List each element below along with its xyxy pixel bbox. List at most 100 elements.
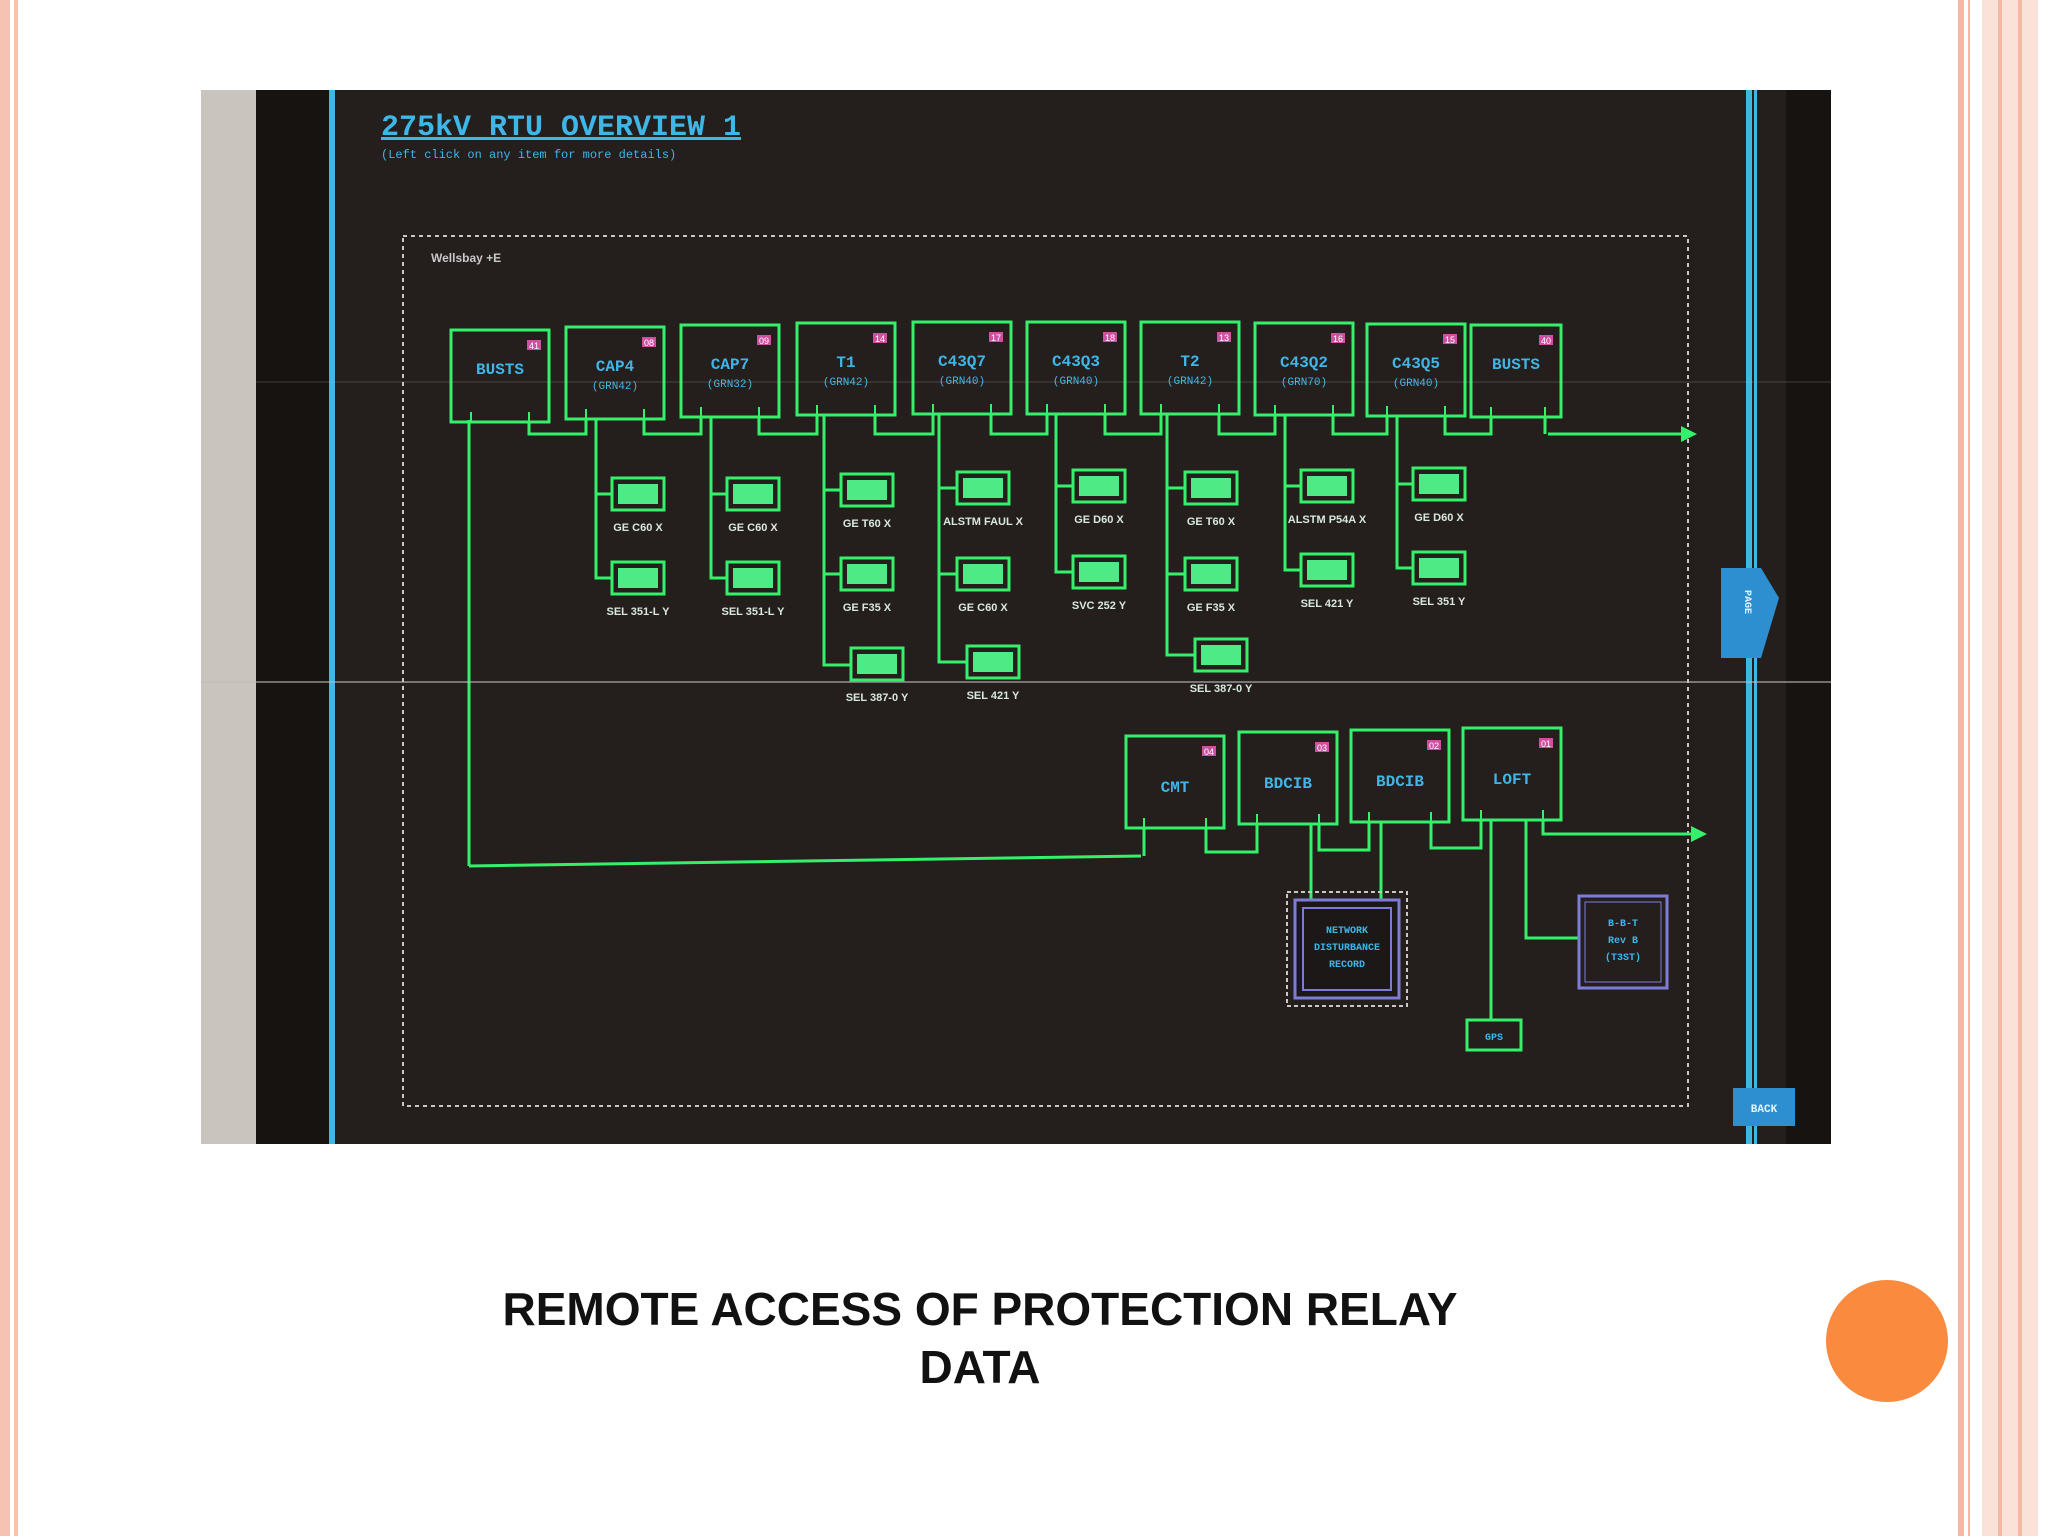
unit-cap7[interactable]: 09 CAP7 (GRN32) <box>679 323 781 419</box>
svg-text:BDCIB: BDCIB <box>1376 773 1424 791</box>
relay-label: SEL 421 Y <box>1301 598 1354 610</box>
caption-line-2: DATA <box>919 1341 1041 1393</box>
network-record-box[interactable]: NETWORK DISTURBANCE RECORD <box>1286 891 1408 1007</box>
svg-text:C43Q7: C43Q7 <box>938 353 986 371</box>
svg-text:CMT: CMT <box>1161 779 1190 797</box>
hmi-screen: 275kV RTU OVERVIEW 1 (Left click on any … <box>201 90 1831 1144</box>
svg-text:13: 13 <box>1219 333 1229 343</box>
svg-text:04: 04 <box>1204 747 1214 757</box>
unit-c43q5[interactable]: 15 C43Q5 (GRN40) <box>1365 322 1467 418</box>
svg-text:CAP7: CAP7 <box>711 356 749 374</box>
relay-7b[interactable] <box>1299 552 1355 588</box>
relay-label: SEL 351-L Y <box>607 606 671 618</box>
svg-text:40: 40 <box>1541 336 1551 346</box>
svg-text:GPS: GPS <box>1485 1033 1503 1044</box>
relay-3c[interactable] <box>849 646 905 682</box>
svg-text:C43Q2: C43Q2 <box>1280 354 1328 372</box>
svg-text:17: 17 <box>991 333 1001 343</box>
svg-text:02: 02 <box>1429 741 1439 751</box>
svg-text:18: 18 <box>1105 333 1115 343</box>
svg-text:C43Q5: C43Q5 <box>1392 355 1440 373</box>
svg-text:BUSTS: BUSTS <box>1492 356 1540 374</box>
svg-text:14: 14 <box>875 334 885 344</box>
relay-3b[interactable] <box>839 556 895 592</box>
relay-label: GE C60 X <box>728 522 778 534</box>
bus-arrow-top <box>1681 426 1697 442</box>
unit-c43q3[interactable]: 18 C43Q3 (GRN40) <box>1025 320 1127 416</box>
svg-text:LOFT: LOFT <box>1493 771 1532 789</box>
svg-text:C43Q3: C43Q3 <box>1052 353 1100 371</box>
slide-right-border <box>1958 0 2048 1536</box>
svg-text:03: 03 <box>1317 743 1327 753</box>
relay-label: SEL 421 Y <box>967 690 1020 702</box>
relay-4c[interactable] <box>965 644 1021 680</box>
relay-6c[interactable] <box>1193 637 1249 673</box>
unit-c43q2[interactable]: 16 C43Q2 (GRN70) <box>1253 321 1355 417</box>
relay-label: GE C60 X <box>958 602 1008 614</box>
relay-6a[interactable] <box>1183 470 1239 506</box>
unit-loft[interactable]: 01 LOFT <box>1461 726 1563 822</box>
svg-text:(GRN42): (GRN42) <box>823 377 869 389</box>
relay-4b[interactable] <box>955 556 1011 592</box>
relay-7a[interactable] <box>1299 468 1355 504</box>
svg-text:08: 08 <box>644 338 654 348</box>
svg-text:(GRN70): (GRN70) <box>1281 377 1327 389</box>
unit-cap4[interactable]: 08 CAP4 (GRN42) <box>564 325 666 421</box>
bottom-interconnect <box>1142 820 1626 1020</box>
svg-text:T2: T2 <box>1180 353 1199 371</box>
slide-caption: REMOTE ACCESS OF PROTECTION RELAY DATA <box>380 1280 1580 1396</box>
accent-circle <box>1826 1280 1948 1402</box>
svg-text:(GRN32): (GRN32) <box>707 379 753 391</box>
right-info-box[interactable]: B-B-T Rev B (T3ST) <box>1577 894 1669 990</box>
corner-back-button[interactable]: BACK <box>1733 1088 1795 1126</box>
screen-subtitle: (Left click on any item for more details… <box>381 148 676 162</box>
relay-4a[interactable] <box>955 470 1011 506</box>
svg-text:(GRN42): (GRN42) <box>592 381 638 393</box>
svg-text:BUSTS: BUSTS <box>476 361 524 379</box>
relay-5a[interactable] <box>1071 468 1127 504</box>
svg-text:(T3ST): (T3ST) <box>1605 952 1641 964</box>
relay-2b[interactable] <box>725 560 781 596</box>
screen-title: 275kV RTU OVERVIEW 1 <box>381 111 741 145</box>
page-side-tab[interactable]: PAGE <box>1721 568 1779 658</box>
top-interconnect <box>527 414 1547 436</box>
unit-cmt[interactable]: 04 CMT <box>1124 734 1226 830</box>
svg-text:BDCIB: BDCIB <box>1264 775 1312 793</box>
relay-6b[interactable] <box>1183 556 1239 592</box>
unit-t1[interactable]: 14 T1 (GRN42) <box>795 321 897 417</box>
relay-branches <box>594 415 1413 667</box>
svg-text:PAGE: PAGE <box>1741 590 1752 614</box>
svg-text:(GRN42): (GRN42) <box>1167 376 1213 388</box>
unit-t2[interactable]: 13 T2 (GRN42) <box>1139 320 1241 416</box>
svg-text:01: 01 <box>1541 739 1551 749</box>
relay-label: GE D60 X <box>1414 512 1464 524</box>
svg-text:15: 15 <box>1445 335 1455 345</box>
svg-text:16: 16 <box>1333 334 1343 344</box>
relay-1a[interactable] <box>610 476 666 512</box>
unit-bdcib-2[interactable]: 02 BDCIB <box>1349 728 1451 824</box>
relay-label: GE F35 X <box>843 602 892 614</box>
relay-label: ALSTM P54A X <box>1288 514 1367 526</box>
relay-8a[interactable] <box>1411 466 1467 502</box>
unit-busts-1[interactable]: 41 BUSTS <box>449 328 551 424</box>
svg-text:(GRN40): (GRN40) <box>939 376 985 388</box>
svg-text:(GRN40): (GRN40) <box>1393 378 1439 390</box>
svg-text:T1: T1 <box>836 354 855 372</box>
svg-text:DISTURBANCE: DISTURBANCE <box>1314 943 1380 954</box>
gps-box[interactable]: GPS <box>1465 1018 1523 1052</box>
relay-1b[interactable] <box>610 560 666 596</box>
svg-text:CAP4: CAP4 <box>596 358 635 376</box>
unit-busts-2[interactable]: 40 BUSTS <box>1469 323 1563 419</box>
relay-3a[interactable] <box>839 472 895 508</box>
relay-label: SEL 351 Y <box>1413 596 1466 608</box>
svg-text:B-B-T: B-B-T <box>1608 919 1638 930</box>
top-units: 41 BUSTS 08 CAP4 (GRN42) 09 CAP7 (GRN32) <box>449 320 1563 424</box>
caption-line-1: REMOTE ACCESS OF PROTECTION RELAY <box>502 1283 1458 1335</box>
relay-2a[interactable] <box>725 476 781 512</box>
unit-c43q7[interactable]: 17 C43Q7 (GRN40) <box>911 320 1013 416</box>
relay-label: SEL 387-0 Y <box>1190 683 1253 695</box>
relay-label: SEL 387-0 Y <box>846 692 909 704</box>
relay-8b[interactable] <box>1411 550 1467 586</box>
relay-5b[interactable] <box>1071 554 1127 590</box>
unit-bdcib-1[interactable]: 03 BDCIB <box>1237 730 1339 826</box>
